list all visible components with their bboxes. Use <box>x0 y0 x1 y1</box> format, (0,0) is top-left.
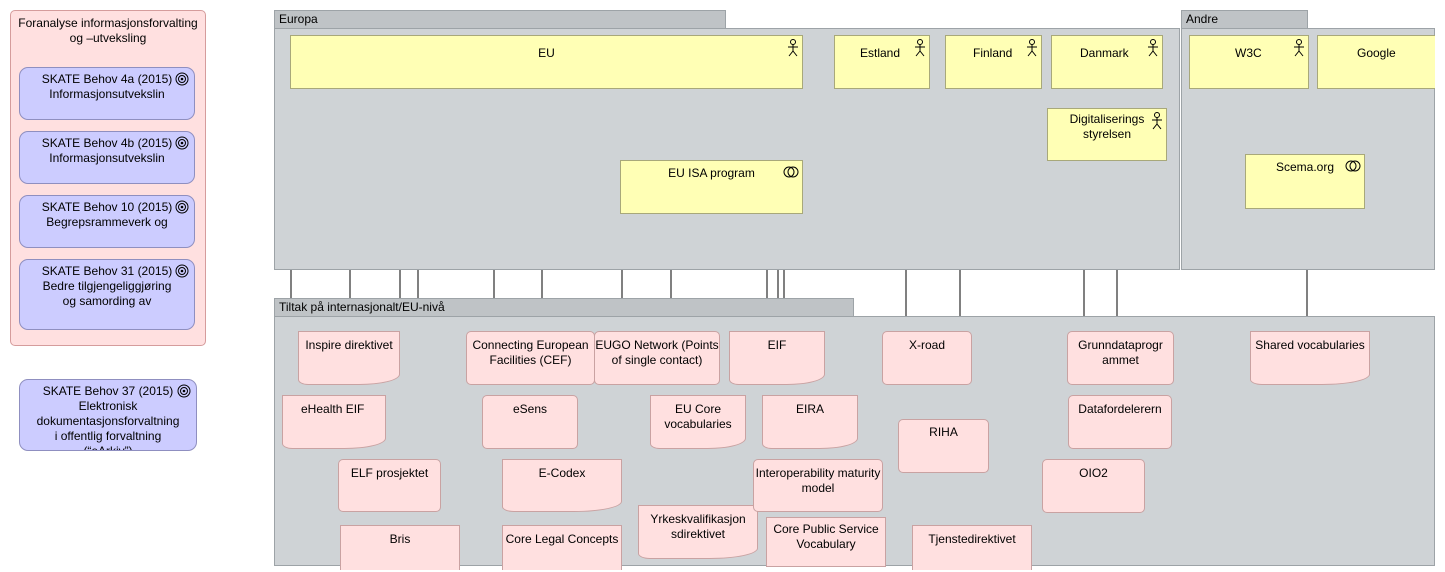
item-core-public-service-vocabulary[interactable]: Core Public Service Vocabulary <box>766 517 886 567</box>
goal-label: SKATE Behov 31 (2015) Bedre tilgjengelig… <box>41 264 173 308</box>
actor-stick-figure-icon <box>788 39 798 57</box>
actor-google[interactable]: Google <box>1317 35 1435 89</box>
item-eugo-network[interactable]: EUGO Network (Points of single contact) <box>594 331 720 385</box>
actor-label: Finland <box>973 46 1013 60</box>
service-label: Scema.org <box>1275 160 1335 174</box>
goal-target-icon <box>177 384 191 398</box>
goal-label: SKATE Behov 4b (2015) Informasjonsutveks… <box>41 136 173 165</box>
service-label: EU ISA program <box>668 166 755 180</box>
item-riha[interactable]: RIHA <box>898 419 989 473</box>
item-interoperability-maturity-model[interactable]: Interoperability maturity model <box>753 459 883 512</box>
goal-skate-10[interactable]: SKATE Behov 10 (2015) Begrepsrammeverk o… <box>19 195 195 248</box>
item-eif[interactable]: EIF <box>729 331 825 385</box>
goal-skate-37[interactable]: SKATE Behov 37 (2015) Elektronisk dokume… <box>19 379 197 451</box>
group-tab-tiltak: Tiltak på internasjonalt/EU-nivå <box>274 298 854 317</box>
goal-label: SKATE Behov 10 (2015) Begrepsrammeverk o… <box>41 200 173 229</box>
actor-label: W3C <box>1235 46 1262 60</box>
item-yrkeskvalifikasjonsdirektivet[interactable]: Yrkeskvalifikasjon sdirektivet <box>638 505 758 559</box>
actor-finland[interactable]: Finland <box>945 35 1042 89</box>
item-x-road[interactable]: X-road <box>882 331 972 385</box>
actor-label: EU <box>538 46 555 60</box>
group-tab-andre: Andre <box>1181 10 1308 29</box>
goal-skate-31[interactable]: SKATE Behov 31 (2015) Bedre tilgjengelig… <box>19 259 195 330</box>
actor-eu[interactable]: EU <box>290 35 803 89</box>
goal-target-icon <box>175 264 189 278</box>
item-datafordelerern[interactable]: Datafordelerern <box>1068 395 1172 449</box>
goal-skate-4a[interactable]: SKATE Behov 4a (2015) Informasjonsutveks… <box>19 67 195 120</box>
item-bris[interactable]: Bris <box>340 525 460 570</box>
group-tab-europa: Europa <box>274 10 726 29</box>
item-grunndataprogrammet[interactable]: Grunndataprogr ammet <box>1067 331 1174 385</box>
service-rounded-rect-icon <box>1345 160 1361 172</box>
actor-stick-figure-icon <box>915 39 925 57</box>
item-core-legal-concepts[interactable]: Core Legal Concepts <box>502 525 622 570</box>
item-eu-core-vocabularies[interactable]: EU Core vocabularies <box>650 395 746 449</box>
item-ehealth-eif[interactable]: eHealth EIF <box>282 395 386 449</box>
actor-estland[interactable]: Estland <box>834 35 930 89</box>
goal-skate-4b[interactable]: SKATE Behov 4b (2015) Informasjonsutveks… <box>19 131 195 184</box>
item-e-codex[interactable]: E-Codex <box>502 459 622 512</box>
service-eu-isa-program[interactable]: EU ISA program <box>620 160 803 214</box>
actor-stick-figure-icon <box>1152 112 1162 130</box>
service-schema-org[interactable]: Scema.org <box>1245 154 1365 209</box>
item-oio2[interactable]: OIO2 <box>1042 459 1145 513</box>
item-eira[interactable]: EIRA <box>762 395 858 449</box>
goal-target-icon <box>175 136 189 150</box>
item-elf-prosjektet[interactable]: ELF prosjektet <box>338 459 441 512</box>
actor-label: Google <box>1357 46 1396 60</box>
actor-stick-figure-icon <box>1027 39 1037 57</box>
item-cef[interactable]: Connecting European Facilities (CEF) <box>466 331 595 385</box>
item-inspire-direktivet[interactable]: Inspire direktivet <box>298 331 400 385</box>
actor-stick-figure-icon <box>1294 39 1304 57</box>
goal-target-icon <box>175 72 189 86</box>
actor-digitaliseringsstyrelsen[interactable]: Digitaliserings styrelsen <box>1047 108 1167 161</box>
item-esens[interactable]: eSens <box>482 395 578 449</box>
actor-w3c[interactable]: W3C <box>1189 35 1309 89</box>
item-tjenstedirektivet[interactable]: Tjenstedirektivet <box>912 525 1032 570</box>
service-rounded-rect-icon <box>783 166 799 178</box>
goal-target-icon <box>175 200 189 214</box>
actor-label: Danmark <box>1080 46 1129 60</box>
foranalyse-title: Foranalyse informasjonsforvalting og –ut… <box>18 16 198 45</box>
actor-label: Estland <box>860 46 901 60</box>
actor-label: Digitaliserings styrelsen <box>1069 112 1145 141</box>
actor-danmark[interactable]: Danmark <box>1051 35 1163 89</box>
actor-stick-figure-icon <box>1148 39 1158 57</box>
item-shared-vocabularies[interactable]: Shared vocabularies <box>1250 331 1370 385</box>
goal-label: SKATE Behov 37 (2015) Elektronisk dokume… <box>36 384 180 451</box>
goal-label: SKATE Behov 4a (2015) Informasjonsutveks… <box>41 72 173 101</box>
